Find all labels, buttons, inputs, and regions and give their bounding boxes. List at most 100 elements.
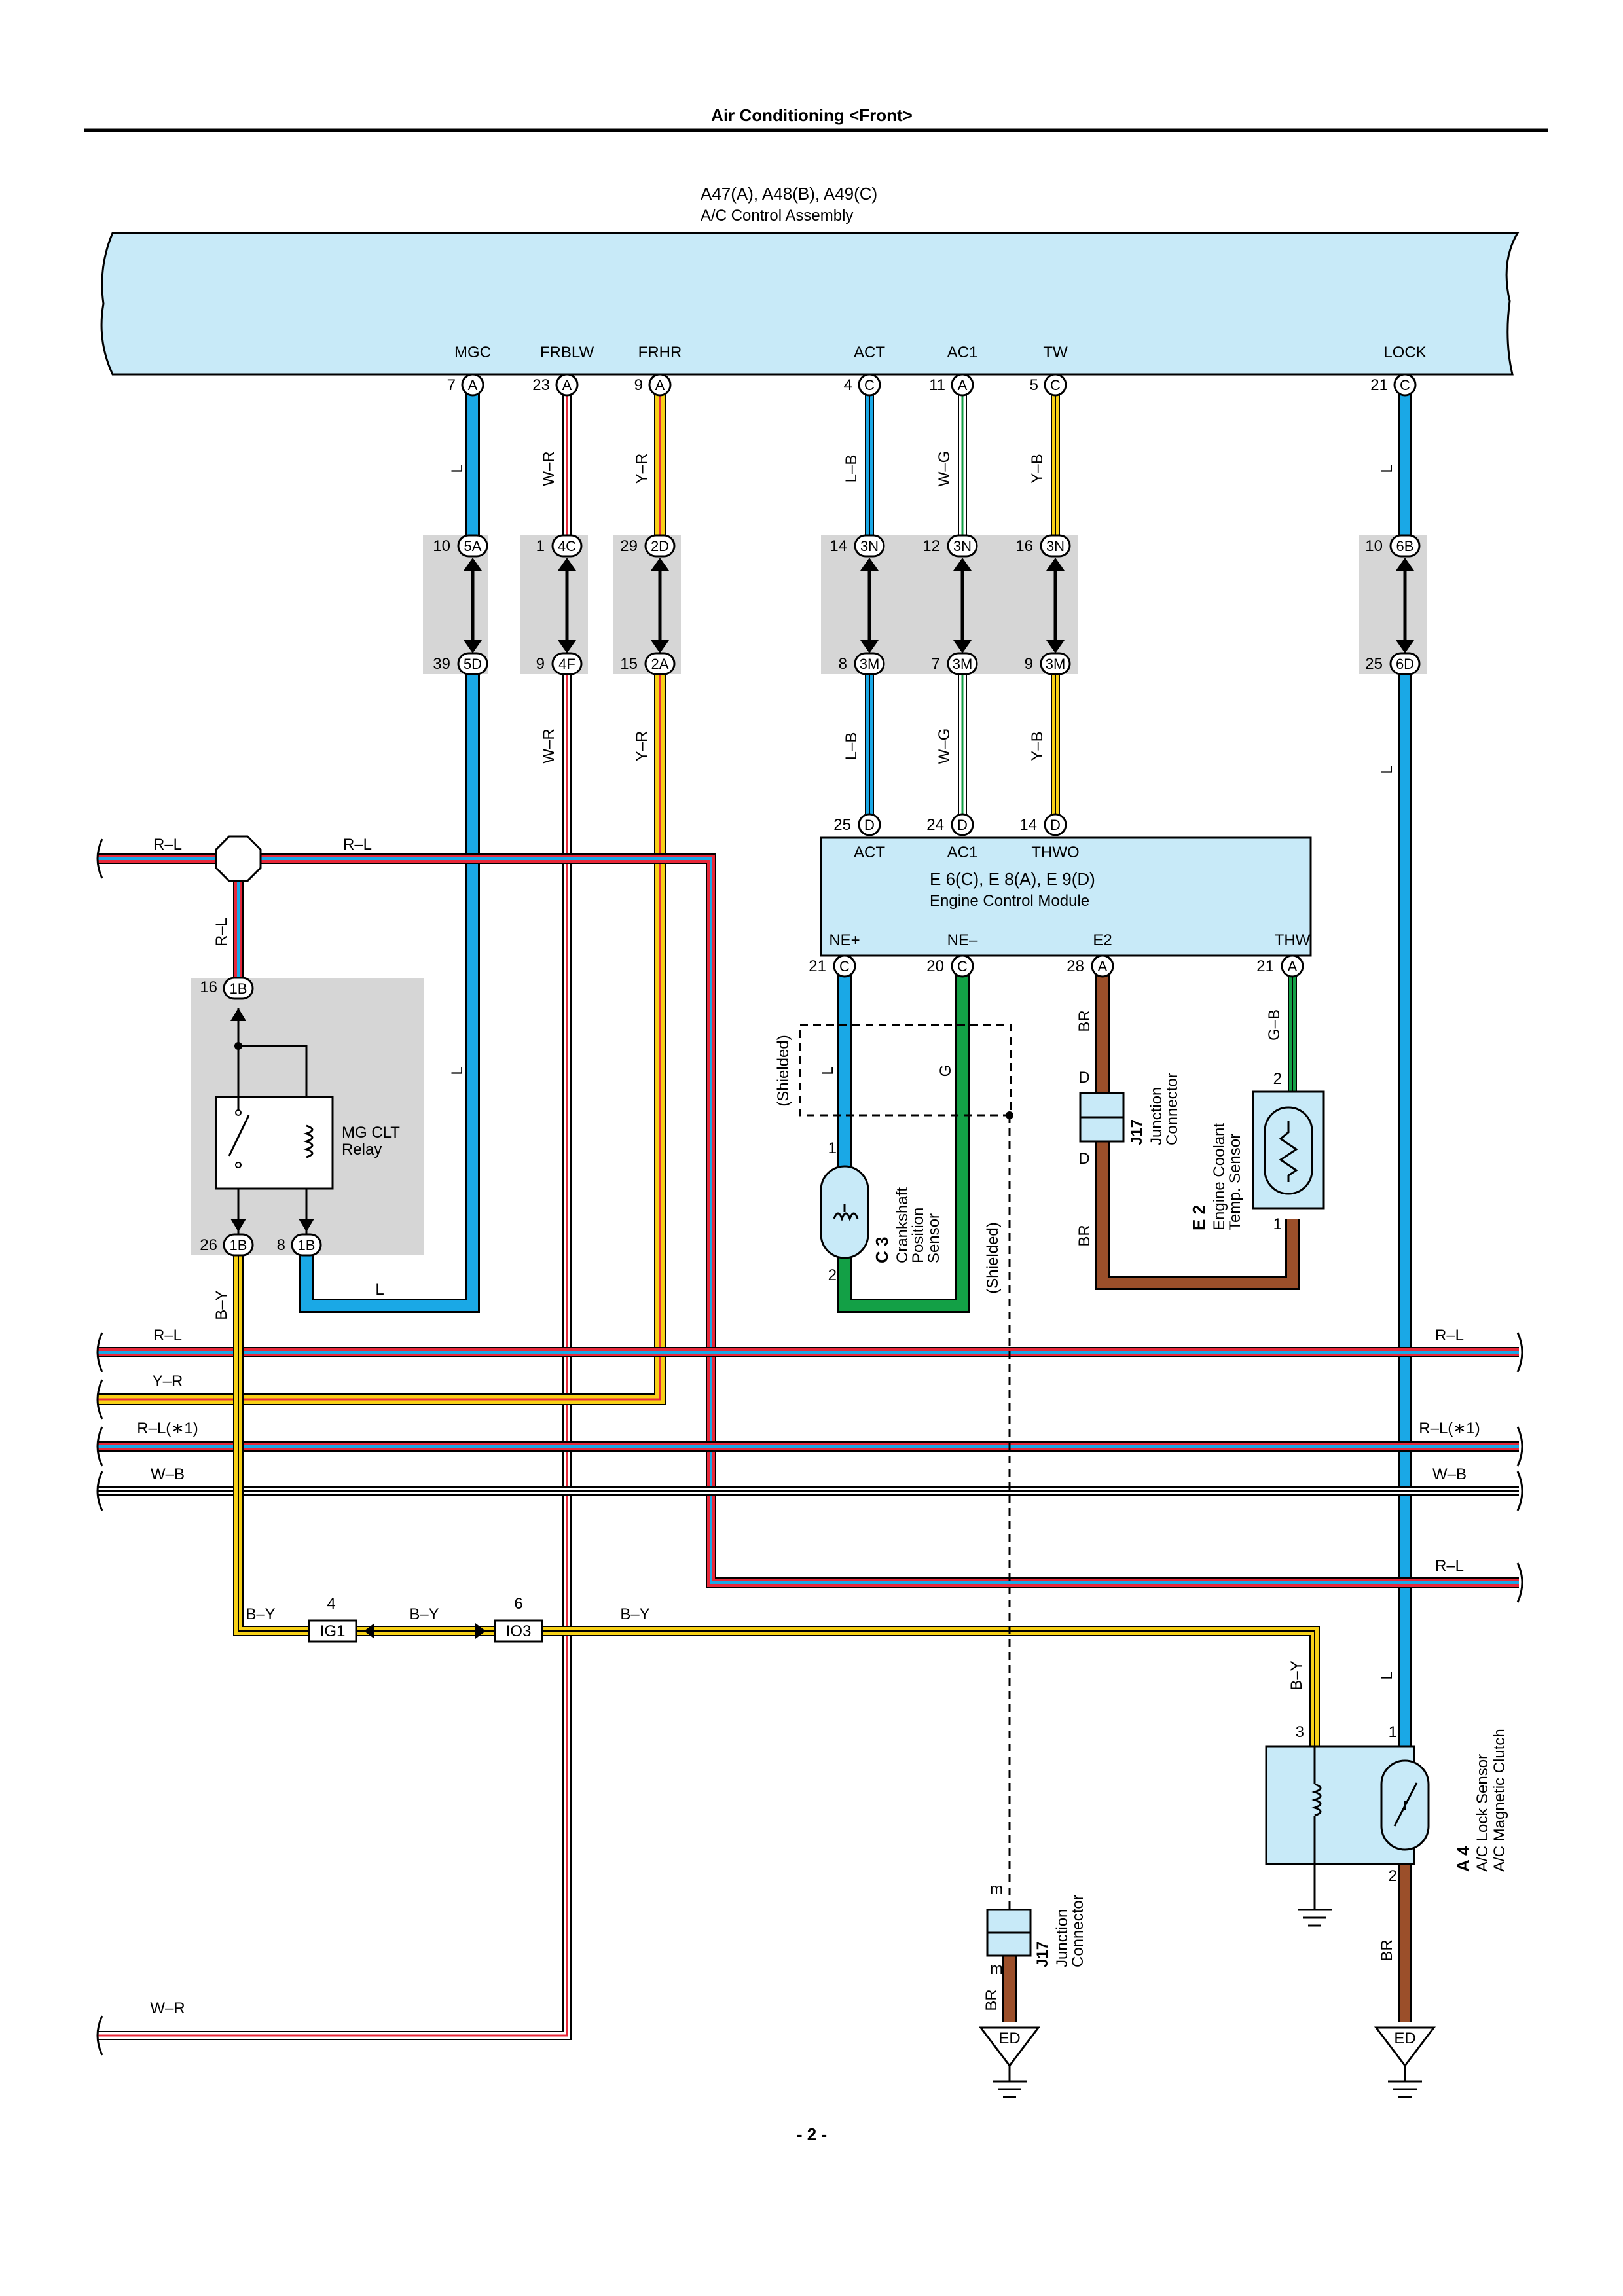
svg-text:ED: ED (1394, 2030, 1415, 2047)
svg-text:Y–B: Y–B (1029, 454, 1046, 483)
svg-text:39: 39 (433, 655, 450, 673)
svg-text:2: 2 (1273, 1070, 1282, 1088)
svg-text:Position: Position (909, 1208, 927, 1263)
engine-coolant-temp-sensor: 2 1 E 2 Engine Coolant Temp. Sensor (1189, 1070, 1325, 1233)
svg-text:3N: 3N (860, 538, 879, 554)
svg-text:28: 28 (1067, 958, 1084, 975)
svg-text:Junction: Junction (1053, 1909, 1071, 1967)
svg-text:D: D (1078, 1150, 1089, 1168)
svg-text:BR: BR (1378, 1939, 1396, 1961)
svg-text:8: 8 (277, 1236, 285, 1254)
svg-text:(Shielded): (Shielded) (775, 1035, 792, 1106)
svg-text:ACT: ACT (854, 844, 885, 861)
wire-labels-middle: W–R Y–R L–B W–G Y–B L L (448, 728, 1396, 1075)
svg-text:25: 25 (1365, 655, 1383, 673)
wire-frblw (98, 393, 572, 2040)
svg-text:A/C Lock Sensor: A/C Lock Sensor (1474, 1754, 1491, 1872)
svg-text:m: m (990, 1960, 1003, 1978)
svg-text:3: 3 (1296, 1723, 1304, 1741)
svg-text:W–R: W–R (150, 2000, 185, 2017)
ac-compressor: 3 1 2 A 4 A/C Lock Sensor A/C Magnetic C… (1265, 1723, 1508, 1962)
shield-box (799, 1024, 1012, 1117)
wire-mgc (299, 393, 480, 1313)
svg-text:Y–R: Y–R (153, 1372, 183, 1390)
svg-text:C 3: C 3 (872, 1237, 892, 1263)
junction-3n-3m-tw: 16 3N 9 3M (1015, 534, 1071, 675)
svg-text:(Shielded): (Shielded) (984, 1222, 1002, 1293)
svg-text:R–L: R–L (153, 836, 182, 853)
terminal-lock: LOCK 21 C (1370, 344, 1427, 397)
svg-text:AC1: AC1 (947, 344, 978, 361)
svg-text:THW: THW (1275, 931, 1311, 949)
wire-labels-upper: L W–R Y–R L–B W–G Y–B L (448, 451, 1396, 487)
svg-text:21: 21 (1370, 376, 1388, 394)
svg-text:W–B: W–B (151, 1465, 185, 1483)
svg-text:A: A (1098, 958, 1108, 975)
svg-text:7: 7 (932, 655, 940, 673)
svg-text:5A: 5A (464, 538, 482, 554)
svg-text:W–G: W–G (936, 451, 953, 487)
svg-text:C: C (864, 377, 875, 393)
svg-text:9: 9 (634, 376, 643, 394)
svg-text:L: L (448, 464, 466, 473)
svg-text:3M: 3M (953, 656, 973, 672)
wire-break-marks (96, 838, 1523, 2056)
ecm-terminals: 25 D 24 D 14 D 21 C 20 C 28 A 21 A (809, 813, 1304, 978)
svg-text:21: 21 (1256, 958, 1274, 975)
svg-text:B–Y: B–Y (1288, 1660, 1305, 1690)
svg-text:MG CLT: MG CLT (342, 1124, 400, 1141)
svg-text:1: 1 (1273, 1215, 1282, 1233)
svg-text:G–B: G–B (1266, 1009, 1283, 1041)
svg-text:6B: 6B (1396, 538, 1414, 554)
svg-text:NE–: NE– (947, 931, 978, 949)
engine-control-module: ACT AC1 THWO E 6(C), E 8(A), E 9(D) Engi… (820, 836, 1312, 957)
terminal-frblw: FRBLW 23 A (532, 344, 594, 397)
svg-text:BR: BR (1076, 1010, 1093, 1031)
svg-text:2: 2 (828, 1266, 837, 1284)
svg-text:FRHR: FRHR (638, 344, 682, 361)
svg-text:3M: 3M (860, 656, 880, 672)
svg-text:4: 4 (844, 376, 852, 394)
svg-text:B–Y: B–Y (409, 1605, 439, 1623)
terminal-tw: TW 5 C (1030, 344, 1068, 397)
svg-text:C: C (957, 958, 968, 975)
svg-text:G: G (937, 1065, 955, 1077)
svg-text:TW: TW (1043, 344, 1068, 361)
svg-text:m: m (990, 1880, 1003, 1898)
ac-control-assembly (100, 232, 1520, 376)
bus-labels: R–L R–L Y–R R–L(∗1) R–L(∗1) W–B W–B R–L … (137, 1327, 1480, 2017)
svg-text:D: D (957, 817, 968, 833)
wire-label-relay-by: B–Y (213, 1290, 230, 1319)
ground-ed-right: ED (1374, 2026, 1436, 2098)
svg-text:IO3: IO3 (506, 1623, 532, 1640)
svg-text:1: 1 (828, 1139, 837, 1157)
svg-text:16: 16 (200, 978, 217, 996)
svg-text:26: 26 (200, 1236, 217, 1254)
splice-junction (215, 835, 262, 882)
svg-text:W–G: W–G (936, 728, 953, 764)
svg-text:Connector: Connector (1163, 1073, 1181, 1145)
svg-text:R–L: R–L (213, 918, 230, 946)
svg-text:D: D (1050, 817, 1061, 833)
wire-labels-rl-top: R–L R–L R–L (153, 836, 372, 946)
svg-text:R–L(∗1): R–L(∗1) (137, 1420, 198, 1437)
svg-text:4C: 4C (558, 538, 576, 554)
svg-text:11: 11 (929, 376, 945, 394)
svg-text:A 4: A 4 (1453, 1846, 1473, 1872)
j17-junction-connector-mid: D D J17 Junction Connector (1078, 1069, 1181, 1168)
svg-text:Engine Control Module: Engine Control Module (930, 892, 1089, 910)
svg-text:ACT: ACT (854, 344, 885, 361)
svg-text:29: 29 (620, 537, 638, 555)
ig-connectors: B–Y 4 IG1 B–Y 6 IO3 B–Y B–Y L (246, 1595, 1396, 1691)
svg-text:B–Y: B–Y (620, 1605, 649, 1623)
svg-text:D: D (864, 817, 875, 833)
svg-text:AC1: AC1 (947, 844, 978, 861)
svg-text:C: C (1400, 377, 1410, 393)
svg-text:J17: J17 (1128, 1119, 1146, 1145)
wire-crank (837, 975, 970, 1313)
svg-text:15: 15 (620, 655, 638, 673)
svg-text:ED: ED (998, 2030, 1020, 2047)
svg-text:A: A (1288, 958, 1298, 975)
mg-clt-relay: 16 1B MG CLT Relay 26 1B 8 1B (191, 977, 424, 1257)
svg-text:Connector: Connector (1069, 1895, 1087, 1967)
